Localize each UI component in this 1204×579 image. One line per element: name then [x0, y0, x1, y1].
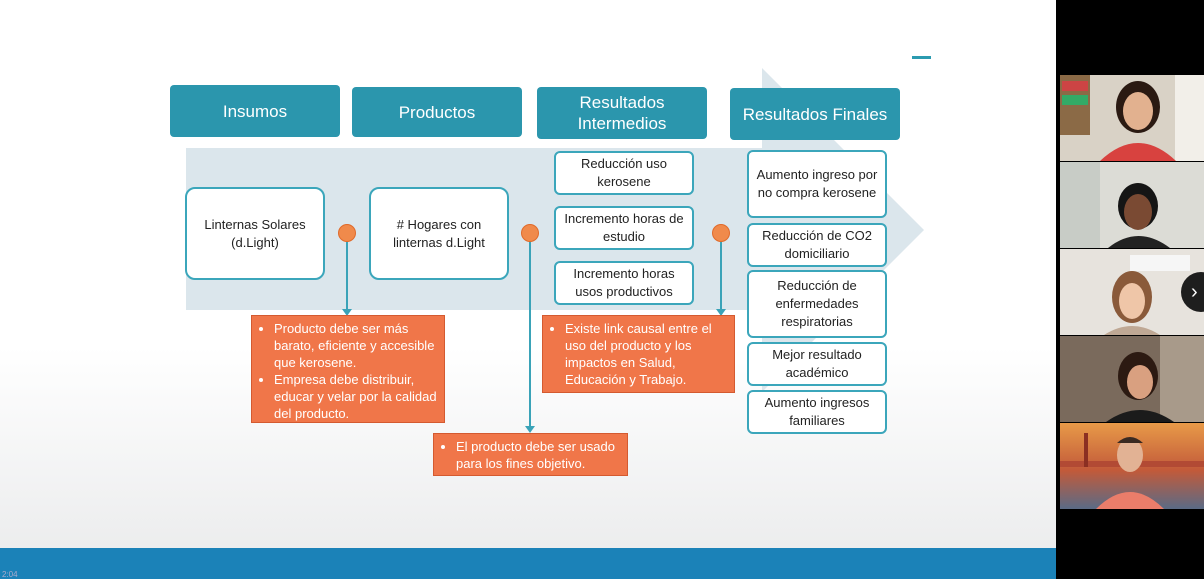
assumption-marker	[521, 224, 539, 242]
presentation-slide: Insumos Productos Resultados Intermedios…	[0, 0, 1056, 579]
box-final: Mejor resultado académico	[747, 342, 887, 386]
header-insumos: Insumos	[170, 85, 340, 137]
box-producto: # Hogares con linternas d.Light	[369, 187, 509, 280]
box-intermedio: Incremento horas de estudio	[554, 206, 694, 250]
assumption-box-2: El producto debe ser usado para los fine…	[433, 433, 628, 476]
box-final: Aumento ingreso por no compra kerosene	[747, 150, 887, 218]
header-resultados-finales: Resultados Finales	[730, 88, 900, 140]
header-resultados-intermedios: Resultados Intermedios	[537, 87, 707, 139]
video-tile-participant[interactable]	[1060, 336, 1204, 422]
video-tile-participant[interactable]	[1060, 75, 1204, 161]
box-insumo: Linternas Solares (d.Light)	[185, 187, 325, 280]
box-intermedio: Incremento horas usos productivos	[554, 261, 694, 305]
header-productos: Productos	[352, 87, 522, 137]
box-final: Reducción de CO2 domiciliario	[747, 223, 887, 267]
box-final: Reducción de enfermedades respiratorias	[747, 270, 887, 338]
assumption-marker	[712, 224, 730, 242]
assumption-box-1: Producto debe ser más barato, eficiente …	[251, 315, 445, 423]
slide-footer-bar: 2:04	[0, 548, 1056, 579]
video-tile-participant[interactable]	[1060, 249, 1204, 335]
box-intermedio: Reducción uso kerosene	[554, 151, 694, 195]
slide-accent-line	[912, 56, 931, 59]
video-tile-participant[interactable]	[1060, 162, 1204, 248]
box-final: Aumento ingresos familiares	[747, 390, 887, 434]
assumption-box-3: Existe link causal entre el uso del prod…	[542, 315, 735, 393]
page-number: 2:04	[2, 570, 18, 579]
assumption-marker	[338, 224, 356, 242]
video-tile-participant[interactable]	[1060, 423, 1204, 509]
flow-arrow	[186, 68, 924, 392]
next-page-button[interactable]: ›	[1181, 272, 1204, 312]
